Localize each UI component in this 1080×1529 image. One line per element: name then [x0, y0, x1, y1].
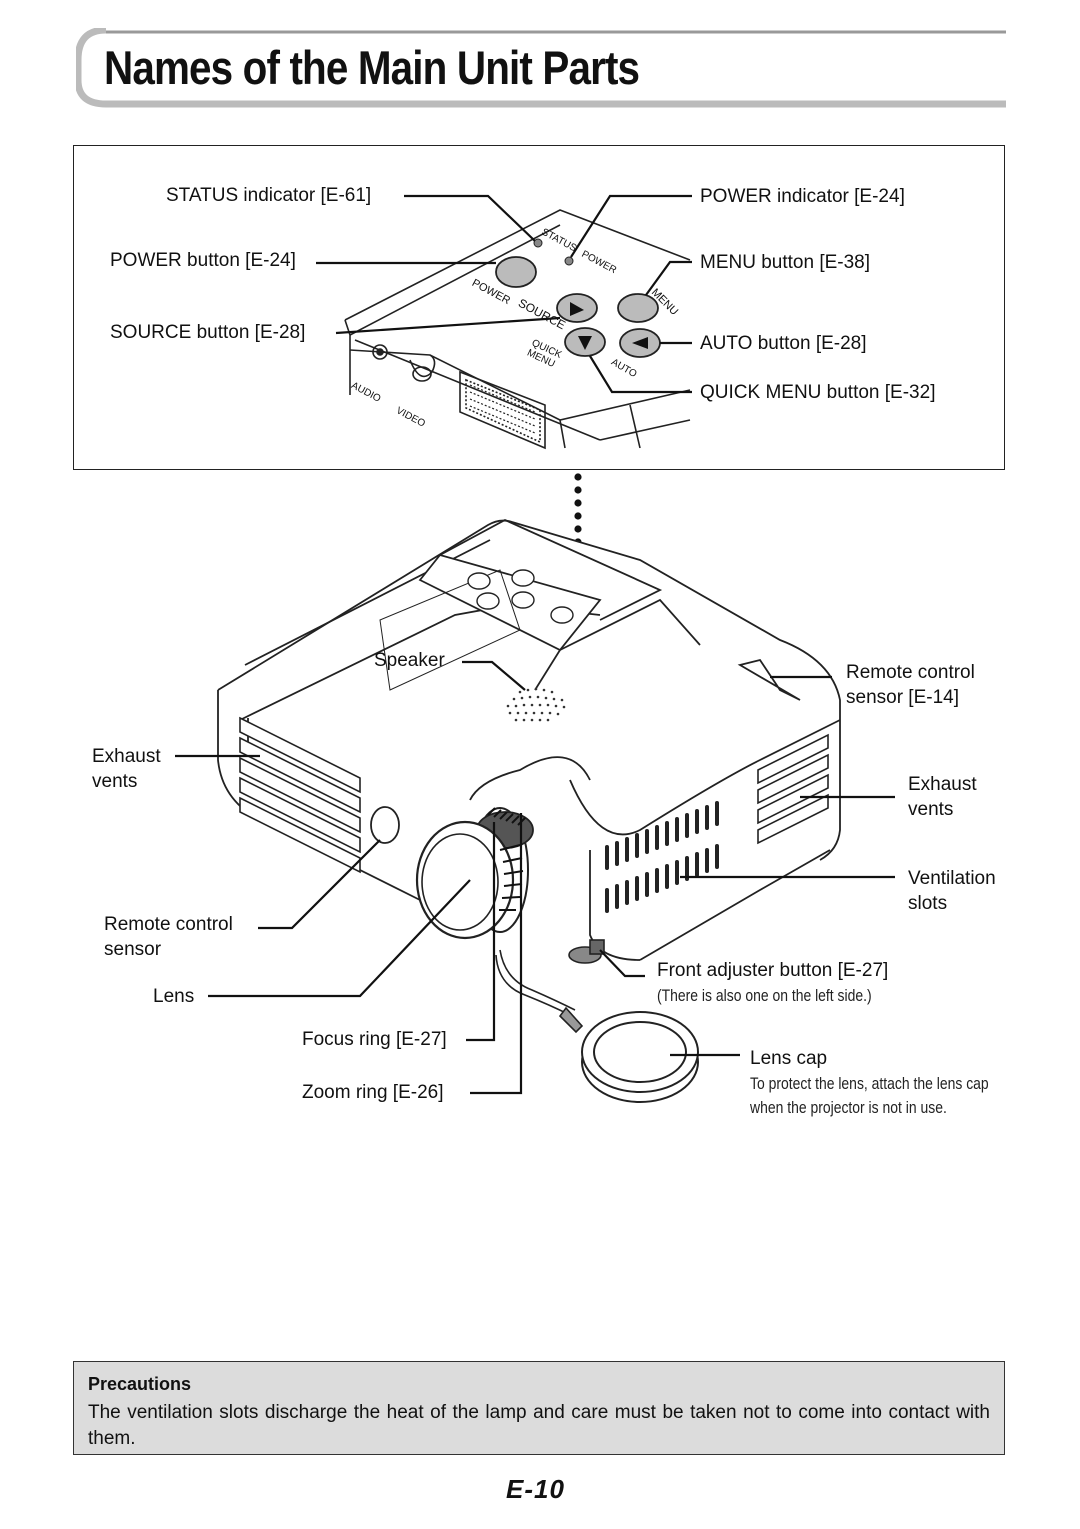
control-panel-detail-box	[73, 145, 1005, 470]
front-adjuster-note: (There is also one on the left side.)	[657, 986, 872, 1005]
page-title: Names of the Main Unit Parts	[104, 41, 640, 94]
lens-label: Lens	[153, 986, 195, 1007]
precautions-text: The ventilation slots discharge the heat…	[88, 1402, 990, 1449]
status-indicator-shape	[533, 238, 543, 248]
remote-sensor-left-shape	[370, 806, 400, 844]
remote-sensor-left-label: Remote control sensor	[104, 914, 233, 960]
main-leader-lines	[175, 660, 895, 1095]
main-panel-buttons	[467, 569, 574, 624]
ventilation-slots	[605, 801, 719, 913]
lens-cap-strap	[495, 949, 584, 1034]
focus-ring-knurl	[499, 844, 524, 911]
exhaust-vents-right-label: Exhaust vents	[908, 774, 977, 820]
front-adjuster-shape	[568, 939, 605, 964]
power-indicator-label: POWER indicator [E-24]	[700, 186, 905, 207]
menu-button-shape	[617, 293, 659, 323]
power-button-label: POWER button [E-24]	[110, 250, 296, 271]
precautions-heading: Precautions	[88, 1374, 192, 1394]
left-exhaust-vents	[239, 716, 361, 874]
projector-body	[217, 518, 841, 961]
lens-cap-note: To protect the lens, attach the lens cap…	[750, 1074, 989, 1117]
quick-menu-arrow-icon	[578, 336, 592, 350]
speaker-label: Speaker	[374, 650, 445, 671]
focus-ring-label: Focus ring [E-27]	[302, 1029, 447, 1050]
ventilation-slots-label: Ventilation slots	[908, 868, 996, 914]
status-indicator-label: STATUS indicator [E-61]	[166, 185, 372, 206]
quick-menu-button-label: QUICK MENU button [E-32]	[700, 382, 936, 403]
title-frame-shape	[76, 28, 1006, 108]
front-adjuster-label: Front adjuster button [E-27]	[657, 960, 889, 981]
lens-assembly	[415, 807, 534, 940]
right-exhaust-vents	[757, 733, 829, 845]
auto-button-label: AUTO button [E-28]	[700, 333, 867, 354]
lens-cap-label: Lens cap	[750, 1048, 828, 1069]
page-number: E-10	[506, 1474, 565, 1504]
precautions-box: Precautions The ventilation slots discha…	[73, 1361, 1005, 1455]
source-button-label: SOURCE button [E-28]	[110, 322, 306, 343]
lens-cap-shape	[581, 1011, 699, 1103]
control-panel-drawing	[344, 209, 691, 450]
speaker-grill	[506, 687, 566, 722]
auto-arrow-icon	[632, 337, 648, 349]
power-button-shape	[495, 256, 537, 288]
detail-leader-lines	[316, 194, 692, 394]
remote-sensor-top-label: Remote control sensor [E-14]	[846, 662, 975, 708]
title-frame	[76, 28, 1006, 108]
menu-button-label: MENU button [E-38]	[700, 252, 871, 273]
zoom-ring-label: Zoom ring [E-26]	[302, 1082, 444, 1103]
source-arrow-icon	[570, 302, 584, 316]
power-indicator-shape	[564, 256, 574, 266]
exhaust-vents-left-label: Exhaust vents	[92, 746, 161, 792]
